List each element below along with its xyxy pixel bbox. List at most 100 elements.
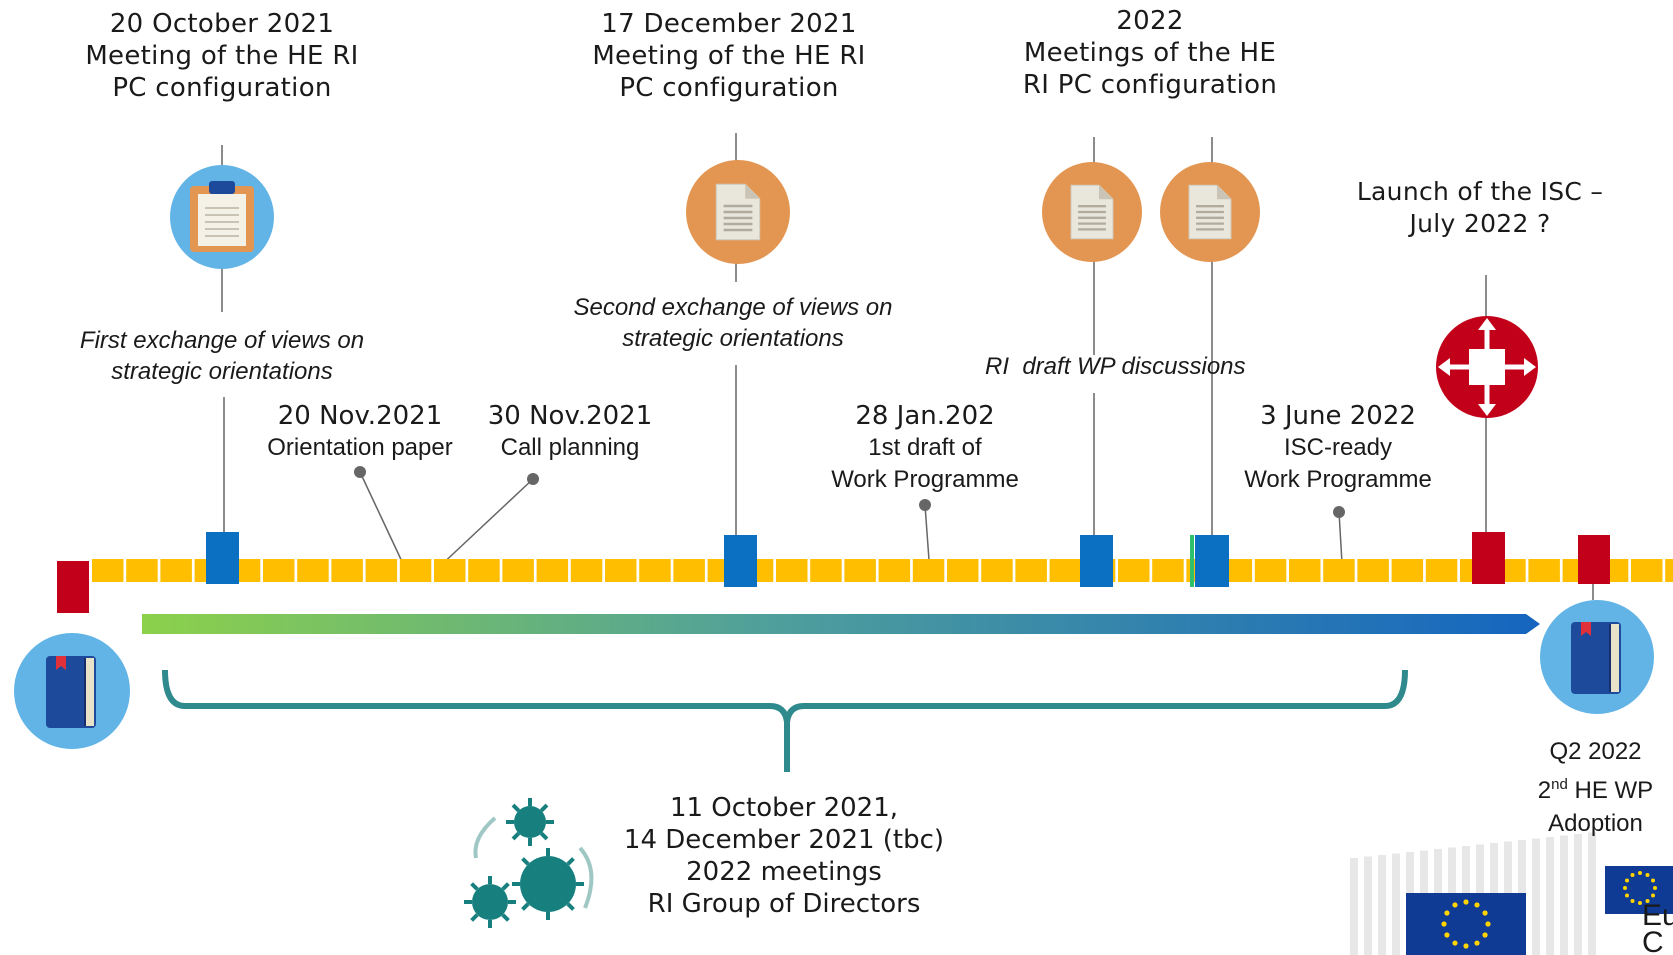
isc-launch-line: Launch of the ISC – [1356,177,1604,206]
eu-star [1463,943,1469,949]
book-icon [14,633,130,749]
timeline-track [92,559,1673,582]
timeline-segment [331,559,363,582]
eu-star [1638,871,1642,875]
eu-star [1444,932,1450,938]
timeline-segment [126,559,158,582]
timeline-segment [1323,559,1355,582]
virus-spike [566,857,575,866]
eu-star [1485,921,1491,927]
timeline-segment [878,559,911,582]
first-exchange-label: First exchange of views on strategic ori… [52,325,392,387]
milestone-line: Meeting of the HE RI [85,41,359,71]
timeline-segment [981,559,1013,582]
timeline-segment [1118,559,1150,582]
milestone-line: PC configuration [619,73,839,103]
adoption-wp: 2nd HE WP [1518,768,1673,807]
milestone-marker-2022b [1195,535,1229,587]
timeline-segment [1049,559,1082,582]
eu-building-rib [1378,855,1386,955]
directors-line: RI Group of Directors [647,889,921,919]
timeline-segment [1425,559,1458,582]
timeline-segment [468,559,500,582]
eu-building-rib [1574,834,1582,955]
eu-star [1474,902,1480,908]
virus-spike [521,857,530,866]
timeline-segment [1015,559,1047,582]
adoption-text: Adoption [1548,810,1643,837]
first-draft-label: 28 Jan.202 1st draft of Work Programme [810,400,1040,496]
eu-star [1444,910,1450,916]
second-exchange-line: Second exchange of views on [573,294,893,321]
timeline-segment [1665,559,1673,582]
first-exchange-line: First exchange of views on [79,327,365,354]
milestone-marker-dec [724,535,757,587]
adoption-wp-num: 2 [1537,777,1552,804]
timeline-segment [160,559,192,582]
directors-line: 11 October 2021, [669,793,899,823]
pin-dots [354,466,1345,518]
virus-spike [521,902,530,911]
eu-star [1441,921,1447,927]
virus-spike [470,913,479,922]
timeline-segment [1289,559,1321,582]
isc-launch-label: Launch of the ISC – July 2022 ? [1320,176,1640,240]
directors-line: 14 December 2021 (tbc) [623,825,945,855]
timeline-arrow [142,614,1540,634]
eu-star [1482,932,1488,938]
svg-text:C: C [1642,926,1664,955]
virus-spike [511,831,521,841]
deliverable-label: Work Programme [831,466,1019,493]
eu-building-rib [1364,856,1372,955]
milestone-line: Meeting of the HE RI [592,41,866,71]
book-icon [1540,600,1654,714]
directors-bracket [162,669,1408,772]
milestone-date: 2022 [1116,6,1184,36]
adoption-marker [1578,535,1610,584]
timeline-segment [639,559,671,582]
virus-spike [566,902,575,911]
deliverable-date: 3 June 2022 [1260,401,1416,431]
deliverable-label: Work Programme [1244,466,1432,493]
timeline-segment [1152,559,1184,582]
virus-spike [511,803,521,813]
eu-building-rib [1588,832,1596,955]
draft-wp-discussions-label: RI draft WP discussions [985,351,1305,382]
deliverable-date: 30 Nov.2021 [487,401,653,431]
eu-building-rib [1546,837,1554,955]
timeline-segment [365,559,398,582]
eu-star [1623,886,1627,890]
deliverable-date: 20 Nov.2021 [277,401,443,431]
milestone-line: PC configuration [112,73,332,103]
timeline-segment [297,559,329,582]
timeline-segment [1391,559,1424,582]
milestone-date: 20 October 2021 [109,9,335,39]
milestone-line: RI PC configuration [1022,70,1278,100]
isc-ready-label: 3 June 2022 ISC-ready Work Programme [1223,400,1453,496]
deliverable-label: Orientation paper [267,434,453,461]
virus-spike [539,831,549,841]
eu-building-rib [1560,835,1568,955]
deliverable-label: ISC-ready [1283,434,1393,461]
eu-star [1653,886,1657,890]
document-icon [1042,162,1142,262]
eu-star [1630,898,1635,903]
isc-launch-marker [1472,532,1505,584]
virus-spike [501,882,510,891]
eu-flag-icon: Eu C [1350,832,1673,955]
timeline-segment [92,559,124,582]
second-exchange-label: Second exchange of views on strategic or… [548,292,918,354]
timeline-segment [810,559,842,582]
eu-building-rib [1350,858,1358,955]
adoption-quarter: Q2 2022 [1549,738,1642,765]
directors-label: 11 October 2021, 14 December 2021 (tbc) … [594,792,974,920]
timeline-segment [399,559,432,582]
virus-spike [501,913,510,922]
eu-star [1452,940,1458,946]
orientation-paper-label: 20 Nov.2021 Orientation paper [250,400,470,464]
milestone-oct-label: 20 October 2021 Meeting of the HE RI PC … [62,8,382,104]
eu-star [1482,910,1488,916]
expand-arrows-icon [1436,316,1538,418]
timeline-segment [502,559,534,582]
